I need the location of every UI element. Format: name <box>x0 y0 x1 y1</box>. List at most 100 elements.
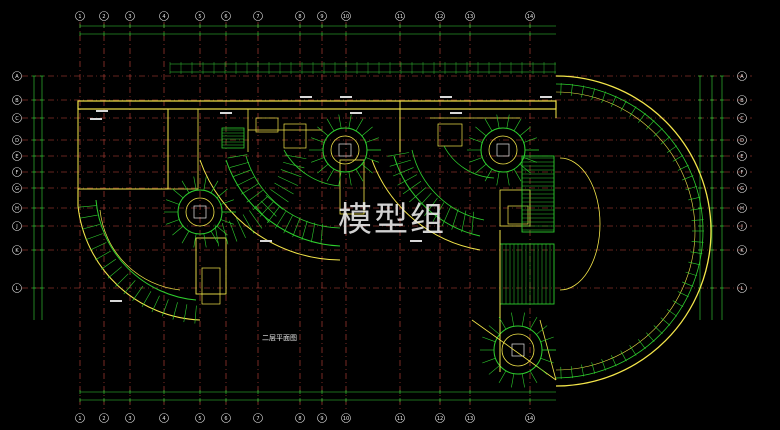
curved-facade-line <box>555 91 696 371</box>
grid-label-top: 8 <box>298 14 301 20</box>
stair-tread <box>511 312 515 327</box>
grid-bubble-left <box>12 71 22 81</box>
stair-tread <box>216 225 228 236</box>
grid-bubble-left <box>12 183 22 193</box>
stair-tread <box>115 273 129 287</box>
grid-label-right: D <box>740 138 744 144</box>
grid-label-top: 1 <box>78 14 81 20</box>
stair-tread <box>677 291 689 298</box>
grid-label-top: 3 <box>128 14 131 20</box>
annotation-mark <box>450 112 462 114</box>
stair-tread <box>338 114 342 129</box>
grid-label-top: 5 <box>198 14 201 20</box>
stair-tread <box>89 242 107 251</box>
left-room-wall <box>77 108 169 190</box>
round-tower-right <box>480 127 526 173</box>
stair-tread <box>677 164 689 171</box>
stair-tread <box>441 205 452 227</box>
stair-tread <box>690 251 703 254</box>
stair-tread <box>471 211 475 234</box>
right-core <box>499 189 531 227</box>
small-room <box>255 117 279 133</box>
stair-tread <box>107 266 122 279</box>
stair-tread <box>326 118 335 132</box>
stair-tread <box>123 280 136 295</box>
stair-tread <box>681 281 694 287</box>
stair-tread <box>283 215 293 234</box>
round-tower-right-core <box>488 135 518 165</box>
watermark-text: 模型组 <box>338 200 446 240</box>
grid-label-left: A <box>15 74 19 80</box>
grid-label-bottom: 13 <box>467 416 473 422</box>
curved-facade-inner <box>555 83 704 379</box>
stair-tread <box>523 137 537 143</box>
stair-tread <box>506 171 510 186</box>
grid-label-right: B <box>740 98 744 104</box>
stair-tread <box>511 373 515 388</box>
grid-bubble-bottom <box>159 413 169 423</box>
grid-bubble-left <box>12 113 22 123</box>
annotation-mark <box>260 240 272 242</box>
stair-tread <box>482 336 496 343</box>
stair-tread <box>270 189 289 203</box>
stair-tread <box>365 137 379 143</box>
grid-label-top: 6 <box>224 14 227 20</box>
stair-tread <box>214 224 220 247</box>
small-room <box>437 123 463 147</box>
central-left-fan-outer <box>199 159 341 261</box>
grid-label-left: D <box>15 138 19 144</box>
grid-bubble-top <box>525 11 535 21</box>
grid-label-bottom: 8 <box>298 416 301 422</box>
round-tower-left-shaft <box>193 205 207 219</box>
grid-bubble-left <box>12 95 22 105</box>
stair-tread <box>660 317 671 326</box>
stair-tread <box>194 305 197 324</box>
grid-bubble-top <box>99 11 109 21</box>
grid-label-top: 11 <box>397 14 403 20</box>
left-room-partition <box>167 108 199 190</box>
stair-tread <box>232 169 252 178</box>
inner-plaza-edge <box>559 157 601 291</box>
stair-tread <box>216 188 228 199</box>
stair-tread <box>488 365 500 375</box>
grid-label-bottom: 1 <box>78 416 81 422</box>
stair-tread <box>521 312 525 327</box>
stair-tread <box>637 112 646 123</box>
stair-tread <box>629 106 637 117</box>
grid-label-top: 2 <box>102 14 105 20</box>
stair-tread <box>653 127 663 137</box>
grid-bubble-bottom <box>465 413 475 423</box>
grid-label-right: E <box>740 154 743 160</box>
grid-label-right: G <box>740 186 744 192</box>
stair-tread <box>451 208 459 230</box>
grid-label-bottom: 14 <box>527 416 533 422</box>
grid-bubble-right <box>737 71 747 81</box>
stair-tread <box>361 126 373 137</box>
grid-label-top: 14 <box>527 14 533 20</box>
stair-core <box>221 127 245 149</box>
grid-bubble-top <box>159 11 169 21</box>
grid-bubble-right <box>737 151 747 161</box>
grid-label-left: H <box>15 206 19 212</box>
grid-label-top: 4 <box>162 14 165 20</box>
stair-tread <box>301 220 308 241</box>
central-left-fan-inner <box>245 155 341 229</box>
annotation-mark <box>90 118 102 120</box>
round-tower-center-core <box>330 135 360 165</box>
stair-tread <box>161 299 169 317</box>
grid-bubble-right <box>737 203 747 213</box>
grid-bubble-right <box>737 167 747 177</box>
grid-label-left: K <box>15 248 19 254</box>
grid-bubble-top <box>221 11 231 21</box>
grid-label-left: B <box>15 98 19 104</box>
stair-tread <box>461 210 467 233</box>
stair-tread <box>241 183 259 195</box>
stair-tread <box>284 154 307 160</box>
round-tower-bottom <box>493 325 543 375</box>
stair-tread <box>393 167 414 177</box>
grid-label-left: G <box>15 186 19 192</box>
stair-tread <box>246 190 263 203</box>
central-left-fan-stairs <box>225 159 341 247</box>
